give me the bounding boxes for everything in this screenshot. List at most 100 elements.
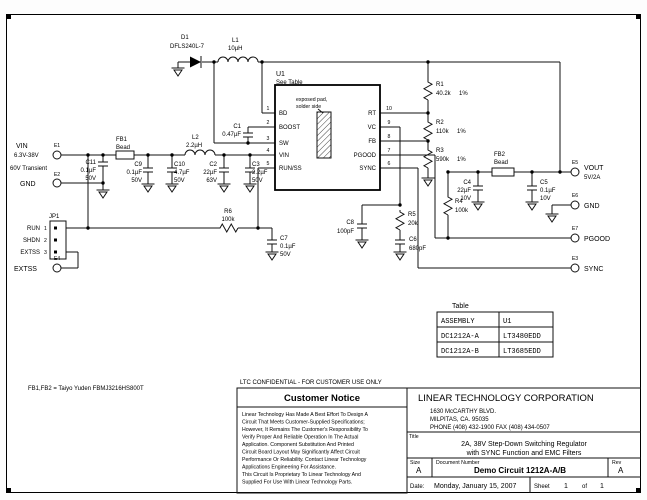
c8-capacitor: C8 100pF <box>337 220 367 235</box>
port-pgood: PGOOD <box>584 236 610 243</box>
doc-number-label: Document Number <box>436 460 480 466</box>
c10-value: 4.7µF <box>174 170 190 176</box>
c7-volt: 50V <box>280 252 291 258</box>
jp1-num-1: 1 <box>44 226 47 232</box>
c11-ref: C11 <box>85 160 96 166</box>
c6-value: 680pF <box>409 246 426 252</box>
confidential-note: LTC CONFIDENTIAL - FOR CUSTOMER USE ONLY <box>240 380 382 386</box>
r4-resistor: R4 100k <box>443 194 469 216</box>
u1-pin-runss: RUN/SS <box>279 166 302 172</box>
c10-volt: 50V <box>174 178 185 184</box>
c11-volt: 50V <box>85 176 96 182</box>
r3-resistor: R3 590k 1% <box>423 147 466 169</box>
jp1-label-shdn: SHDN <box>23 238 40 244</box>
drawing-title-2: with SYNC Function and EMC Filters <box>466 450 582 457</box>
r3-value: 590k <box>436 157 450 163</box>
r1-value: 40.2k <box>436 91 452 97</box>
u1-pinnum-fb: 8 <box>388 134 391 140</box>
sheet-of-label: of <box>582 484 587 490</box>
r6-resistor: R6 100k <box>217 209 239 233</box>
u1-pin-bd: BD <box>279 111 288 117</box>
terminal-e2: E2 <box>54 172 60 178</box>
port-vout-name: VOUT <box>584 165 604 172</box>
u1-pinnum-bd: 1 <box>267 106 270 112</box>
r5-ref: R5 <box>408 212 416 218</box>
d1-value: DFLS240L-7 <box>170 44 205 50</box>
terminal-e3: E3 <box>572 256 578 262</box>
r2-ref: R2 <box>436 120 444 126</box>
c3-ref: C3 <box>252 162 260 168</box>
c4-ref: C4 <box>463 180 471 186</box>
port-sync: SYNC <box>584 266 603 273</box>
notice-line-2: Circuit That Meets Customer-Supplied Spe… <box>242 420 365 426</box>
u1-pin-fb: FB <box>368 139 376 145</box>
rev-label: Rev <box>612 460 622 466</box>
notice-line-1: Linear Technology Has Made A Best Effort… <box>242 412 369 418</box>
company-name: LINEAR TECHNOLOGY CORPORATION <box>418 393 594 404</box>
title-label: Title <box>409 434 419 440</box>
terminal-e1: E1 <box>54 143 60 149</box>
jp1-jumper: JP1 RUN SHDN EXTSS 1 2 3 <box>20 214 67 260</box>
terminal-e5: E5 <box>572 160 578 166</box>
r1-ref: R1 <box>436 82 444 88</box>
fb2-bead: FB2 Bead <box>491 152 515 177</box>
notice-line-4: Verify Proper And Reliable Operation In … <box>242 435 358 441</box>
port-vin-transient: 60V Transient <box>10 166 47 172</box>
r5-value: 20k <box>408 221 419 227</box>
rev-value: A <box>618 466 624 475</box>
table-cell-r2c1: DC1212A-B <box>441 348 479 356</box>
c4-volt: 10V <box>460 196 471 202</box>
table-cell-r1c1: DC1212A-A <box>441 333 480 341</box>
u1-pinnum-pgood: 7 <box>388 148 391 154</box>
u1-pad-note-2: solder side <box>296 104 321 110</box>
size-label: Size <box>410 460 420 466</box>
d1-ref: D1 <box>181 35 189 41</box>
u1-pinnum-sw: 3 <box>267 136 270 142</box>
r3-tol: 1% <box>457 157 466 163</box>
c5-capacitor: C5 0.1µF 10V <box>527 180 556 202</box>
r6-value: 100k <box>221 217 235 223</box>
u1-pin-rt: RT <box>368 111 376 117</box>
company-address-2: MILPITAS, CA. 95035 <box>430 417 489 423</box>
date-value: Monday, January 15, 2007 <box>434 483 516 490</box>
table-header-assembly: ASSEMBLY <box>441 318 475 326</box>
fb2-ref: FB2 <box>494 152 506 158</box>
jp1-ref: JP1 <box>49 214 60 220</box>
c4-capacitor: C4 22µF 10V <box>457 180 483 202</box>
r1-resistor: R1 40.2k 1% <box>423 79 468 101</box>
u1-pin-vin: VIN <box>279 153 289 159</box>
fb2-value: Bead <box>494 160 508 166</box>
bead-note: FB1,FB2 = Taiyo Yuden FBMJ3216HS800T <box>28 386 144 392</box>
l2-value: 2.2µH <box>186 143 202 149</box>
jp1-label-run: RUN <box>27 226 40 232</box>
jp1-label-extss: EXTSS <box>20 250 40 256</box>
c3-volt: 50V <box>252 178 263 184</box>
fb1-ref: FB1 <box>116 137 128 143</box>
sheet-label: Sheet <box>534 484 550 490</box>
l2-ref: L2 <box>192 135 199 141</box>
doc-number-value: Demo Circuit 1212A-A/B <box>474 466 566 475</box>
u1-pinnum-boost: 2 <box>267 120 270 126</box>
port-extss: EXTSS <box>14 266 37 273</box>
sheet-number: 1 <box>564 483 568 490</box>
port-vin-range: 6.3V-38V <box>14 153 39 159</box>
r2-resistor: R2 110k 1% <box>423 119 466 141</box>
u1-pinnum-runss: 5 <box>267 161 270 167</box>
c8-ref: C8 <box>346 220 354 226</box>
c2-ref: C2 <box>209 162 217 168</box>
table-cell-r2c2: LT3685EDD <box>503 348 541 356</box>
sheet-total: 1 <box>600 483 604 490</box>
c2-capacitor: C2 22µF 63V <box>203 162 229 184</box>
drawing-title-1: 2A, 38V Step-Down Switching Regulator <box>461 441 587 448</box>
c3-value: 2.2µF <box>252 170 268 176</box>
port-gnd-out: GND <box>584 203 600 210</box>
l1-ref: L1 <box>232 38 239 44</box>
c7-value: 0.1µF <box>280 244 296 250</box>
c6-ref: C6 <box>409 237 417 243</box>
jp1-num-3: 3 <box>44 250 47 256</box>
l1-inductor: L1 10µH <box>217 38 259 63</box>
u1-pin-sw: SW <box>279 141 289 147</box>
u1-pin-boost: BOOST <box>279 125 300 131</box>
l2-inductor: L2 2.2µH <box>184 135 216 156</box>
